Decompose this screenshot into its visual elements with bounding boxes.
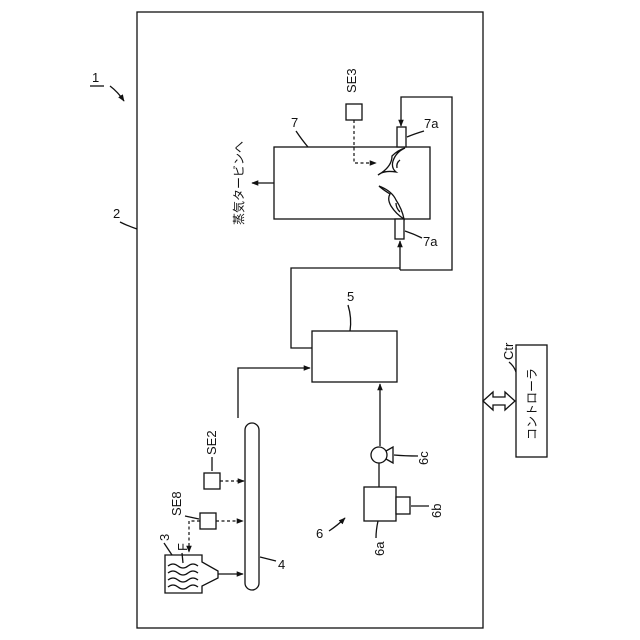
system-enclosure <box>137 12 483 628</box>
unit6b-ref-label: 6b <box>429 504 444 518</box>
controller-ref-leader <box>509 362 516 372</box>
conveyor-to-unit5-line <box>238 368 310 418</box>
pump6c-leader <box>394 455 418 456</box>
pump6c-ref-label: 6c <box>416 451 431 465</box>
sensor-se3 <box>346 104 362 120</box>
unit5-ref-leader <box>348 305 351 331</box>
tank6a-leader <box>376 521 378 538</box>
group6-leader <box>329 518 345 531</box>
sensor-se2 <box>204 473 220 489</box>
conveyor-ref-leader <box>260 557 276 561</box>
controller-text: コントローラ <box>525 368 539 440</box>
group6-ref-label: 6 <box>316 526 323 541</box>
pump-6c <box>371 447 387 463</box>
enclosure-ref-label: 2 <box>113 206 120 221</box>
hopper-ref-leader <box>164 543 172 555</box>
boiler-ref-leader <box>296 131 308 147</box>
unit-6b <box>396 497 410 514</box>
sensor-se3-label: SE3 <box>344 68 359 93</box>
enclosure-ref-leader <box>120 222 137 229</box>
se8-leader <box>185 516 199 519</box>
unit-5 <box>312 331 397 382</box>
burner-top-leader <box>407 131 424 137</box>
conveyor-ref-label: 4 <box>278 557 285 572</box>
boiler-7 <box>274 147 430 219</box>
burner-bottom-leader <box>405 231 422 238</box>
tank6a-ref-label: 6a <box>372 541 387 556</box>
burner-top-ref-label: 7a <box>424 116 439 131</box>
burner-7a-top <box>397 127 406 147</box>
sensor-se8 <box>200 513 216 529</box>
sensor-se2-label: SE2 <box>204 430 219 455</box>
system-ref-leader <box>110 86 124 101</box>
unit5-ref-label: 5 <box>347 289 354 304</box>
tank-6a <box>364 487 396 521</box>
conveyor-4 <box>245 423 259 590</box>
fuel-ref-label: F <box>175 543 190 551</box>
burner-7a-bottom <box>395 219 404 239</box>
system-ref-label: 1 <box>92 70 99 85</box>
sensor-se8-label: SE8 <box>169 491 184 516</box>
steam-turbine-label: 蒸気タービンへ <box>231 141 246 225</box>
controller-link-double-arrow <box>483 392 515 410</box>
boiler-ref-label: 7 <box>291 115 298 130</box>
hopper-3 <box>165 555 218 593</box>
burner-bottom-ref-label: 7a <box>423 234 438 249</box>
controller-ref-label: Ctr <box>501 342 516 360</box>
hopper-ref-label: 3 <box>157 534 172 541</box>
se8-to-hopper-line <box>189 521 200 552</box>
